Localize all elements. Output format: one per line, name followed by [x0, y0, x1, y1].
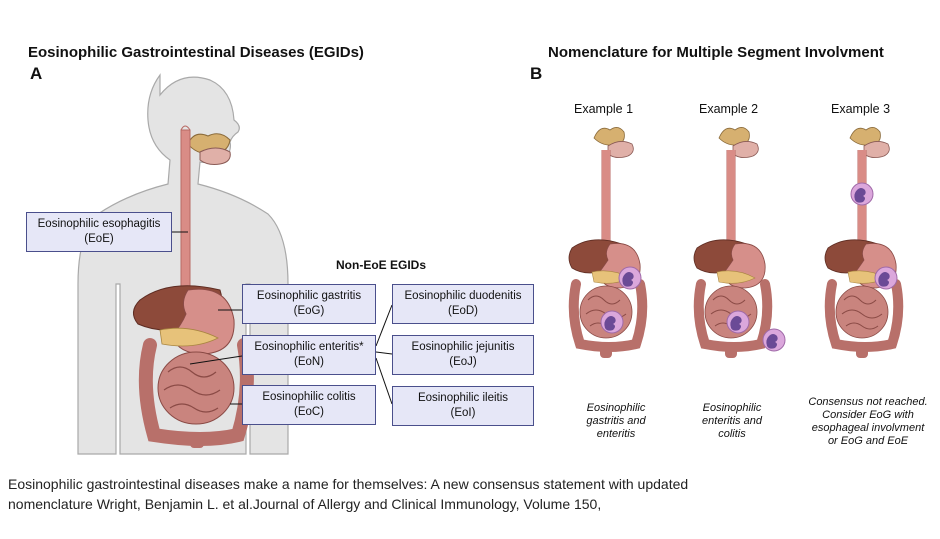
panel-a-letter: A [30, 64, 43, 83]
eoe-box: Eosinophilic esophagitis (EoE) [26, 212, 172, 252]
eoj-box: Eosinophilic jejunitis (EoJ) [392, 335, 534, 375]
eog-label: Eosinophilic gastritis [256, 290, 362, 302]
eosinophil-cell-icon [726, 310, 750, 334]
eosinophil-cell-icon [600, 310, 624, 334]
eon-box: Eosinophilic enteritis* (EoN) [242, 335, 376, 375]
caption-line: or EoG and EoE [827, 435, 909, 447]
caption-line: gastritis and [586, 415, 646, 427]
example-1-label: Example 1 [574, 102, 634, 116]
eoe-abbrev: (EoE) [84, 233, 114, 245]
eon-abbrev: (EoN) [293, 356, 325, 368]
panel-b-letter: B [530, 64, 543, 83]
eoe-label: Eosinophilic esophagitis [37, 218, 161, 230]
panel-a-title: Eosinophilic Gastrointestinal Diseases (… [28, 44, 364, 61]
eosinophil-cell-icon [850, 182, 874, 206]
eod-label: Eosinophilic duodenitis [404, 290, 522, 302]
eoi-abbrev: (EoI) [450, 407, 476, 419]
eosinophil-cell-icon [618, 266, 642, 290]
eoj-label: Eosinophilic jejunitis [411, 341, 515, 353]
citation-line-2: nomenclature Wright, Benjamin L. et al.J… [8, 496, 602, 512]
eoc-box: Eosinophilic colitis (EoC) [242, 385, 376, 425]
caption-line: colitis [718, 428, 746, 440]
caption-line: enteritis and [702, 415, 762, 427]
eoc-label: Eosinophilic colitis [262, 391, 356, 403]
caption-line: Consensus not reached. [808, 396, 928, 408]
eog-abbrev: (EoG) [293, 305, 325, 317]
eoi-label: Eosinophilic ileitis [417, 392, 509, 404]
panel-b-title: Nomenclature for Multiple Segment Involv… [548, 44, 884, 61]
eosinophil-cell-icon [874, 266, 898, 290]
eoi-box: Eosinophilic ileitis (EoI) [392, 386, 534, 426]
citation: Eosinophilic gastrointestinal diseases m… [8, 474, 928, 514]
eon-label: Eosinophilic enteritis* [254, 341, 364, 353]
eosinophil-cell-icon [762, 328, 786, 352]
example-3-tract [825, 127, 898, 358]
example-2-caption: Eosinophilic enteritis and colitis [682, 402, 782, 441]
example-3-caption: Consensus not reached. Consider EoG with… [800, 396, 936, 448]
eoc-abbrev: (EoC) [293, 406, 325, 418]
caption-line: Eosinophilic [586, 402, 646, 414]
example-2-label: Example 2 [699, 102, 759, 116]
caption-line: Eosinophilic [702, 402, 762, 414]
caption-line: esophageal involvment [811, 422, 925, 434]
citation-line-1: Eosinophilic gastrointestinal diseases m… [8, 476, 689, 492]
panel-a-connectors [172, 231, 393, 405]
example-3-label: Example 3 [831, 102, 891, 116]
eod-abbrev: (EoD) [447, 305, 479, 317]
panel-a-gi-tract [133, 125, 254, 448]
non-eoe-header: Non-EoE EGIDs [336, 258, 427, 272]
eog-box: Eosinophilic gastritis (EoG) [242, 284, 376, 324]
caption-line: Consider EoG with [822, 409, 914, 421]
example-1-caption: Eosinophilic gastritis and enteritis [566, 402, 666, 441]
caption-line: enteritis [596, 428, 636, 440]
eoj-abbrev: (EoJ) [449, 356, 477, 368]
eod-box: Eosinophilic duodenitis (EoD) [392, 284, 534, 324]
